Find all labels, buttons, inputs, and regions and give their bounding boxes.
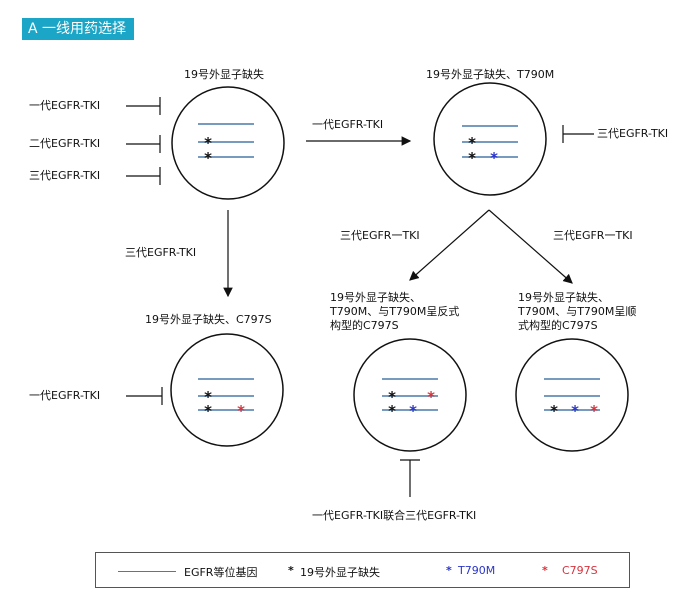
drug-label-gen3-down: 三代EGFR-TKI xyxy=(125,246,197,259)
drug-label-gen3-right: 三代EGFR-TKI xyxy=(597,127,669,140)
cell-top-right xyxy=(433,82,547,196)
del19-marker: * xyxy=(388,402,396,420)
legend: EGFR等位基因 * 19号外显子缺失 * T790M * C797S xyxy=(95,552,630,588)
drug-label-combo: 一代EGFR-TKI联合三代EGFR-TKI xyxy=(312,509,477,522)
legend-allele-line xyxy=(118,571,176,572)
del19-marker: * xyxy=(468,134,476,152)
progression-arrow xyxy=(409,209,490,281)
drug-label-gen3: 三代EGFR-TKI xyxy=(29,169,101,182)
legend-allele-label: EGFR等位基因 xyxy=(184,566,258,579)
c797s-marker: * xyxy=(427,388,435,406)
legend-del19-star: * xyxy=(288,564,294,577)
cell-title-top-left: 19号外显子缺失 xyxy=(184,68,264,81)
legend-c797s-label: C797S xyxy=(562,564,598,577)
del19-marker: * xyxy=(204,149,212,167)
del19-marker: * xyxy=(550,402,558,420)
del19-marker: * xyxy=(468,149,476,167)
drug-label-gen1-bottom: 一代EGFR-TKI xyxy=(29,389,101,402)
cell-title-bottom-left: 19号外显子缺失、C797S xyxy=(145,313,272,326)
drug-label-gen2: 二代EGFR-TKI xyxy=(29,137,101,150)
cell-title-top-right: 19号外显子缺失、T790M xyxy=(426,68,555,81)
cell-title-bottom-mid: 19号外显子缺失、 T790M、与T790M呈反式 构型的C797S xyxy=(330,291,460,332)
cell-top-left xyxy=(171,86,285,200)
section-header: A 一线用药选择 xyxy=(22,18,135,40)
cell-bottom-left xyxy=(170,333,284,447)
progression-arrow xyxy=(488,209,573,284)
del19-marker: * xyxy=(204,402,212,420)
t790m-marker: * xyxy=(409,402,417,420)
del19-marker: * xyxy=(204,388,212,406)
t790m-marker: * xyxy=(490,149,498,167)
c797s-marker: * xyxy=(237,402,245,420)
cell-bottom-mid xyxy=(353,338,467,452)
drug-label-gen1-arrow: 一代EGFR-TKI xyxy=(312,118,384,131)
legend-t790m-label: T790M xyxy=(458,564,496,577)
t790m-marker: * xyxy=(571,402,579,420)
del19-marker: * xyxy=(204,134,212,152)
del19-marker: * xyxy=(388,388,396,406)
drug-label-gen3-dash-left: 三代EGFR一TKI xyxy=(340,229,420,242)
c797s-marker: * xyxy=(590,402,598,420)
drug-label-gen1: 一代EGFR-TKI xyxy=(29,99,101,112)
drug-label-gen3-dash-right: 三代EGFR一TKI xyxy=(553,229,633,242)
legend-t790m-star: * xyxy=(446,564,452,577)
legend-c797s-star: * xyxy=(542,564,548,577)
cell-bottom-right xyxy=(515,338,629,452)
legend-del19-label: 19号外显子缺失 xyxy=(300,566,380,579)
cell-title-bottom-right: 19号外显子缺失、 T790M、与T790M呈顺 式构型的C797S xyxy=(518,291,637,332)
